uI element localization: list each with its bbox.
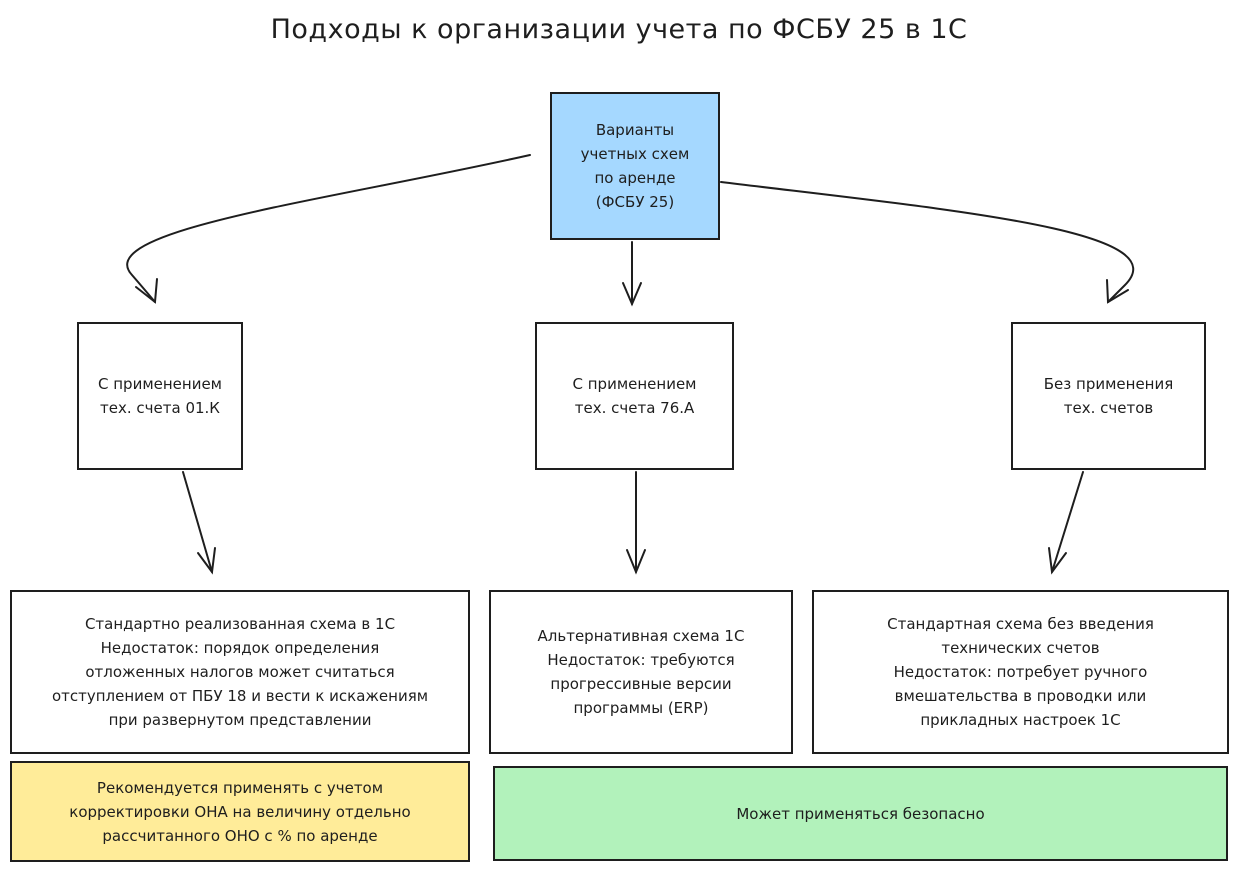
detail-76a[interactable]: Альтернативная схема 1С Недостаток: треб…: [489, 590, 793, 754]
detail-01k[interactable]: Стандартно реализованная схема в 1С Недо…: [10, 590, 470, 754]
arrowhead-root-to-76a: [622, 282, 642, 307]
diagram-title: Подходы к организации учета по ФСБУ 25 в…: [270, 14, 968, 45]
recommendation-note[interactable]: Рекомендуется применять с учетом коррект…: [10, 761, 470, 862]
detail-no-tech-accounts[interactable]: Стандартная схема без введения техническ…: [812, 590, 1229, 754]
arrow-root-to-01k: [126, 154, 531, 303]
arrow-root-to-none: [720, 181, 1134, 303]
approach-01k[interactable]: С применением тех. счета 01.К: [77, 322, 243, 470]
approach-no-tech-accounts[interactable]: Без применения тех. счетов: [1011, 322, 1206, 470]
arrowhead-root-to-none: [1106, 279, 1129, 304]
safe-note[interactable]: Может применяться безопасно: [493, 766, 1228, 861]
arrowhead-none-to-detail: [1048, 547, 1067, 575]
arrow-01k-to-detail: [182, 471, 213, 573]
root-node[interactable]: Варианты учетных схем по аренде (ФСБУ 25…: [550, 92, 720, 240]
arrowhead-01k-to-detail: [197, 547, 216, 575]
arrow-none-to-detail: [1051, 471, 1084, 573]
approach-76a[interactable]: С применением тех. счета 76.А: [535, 322, 734, 470]
arrowhead-76a-to-detail: [626, 549, 646, 575]
arrowhead-root-to-01k: [135, 278, 158, 304]
